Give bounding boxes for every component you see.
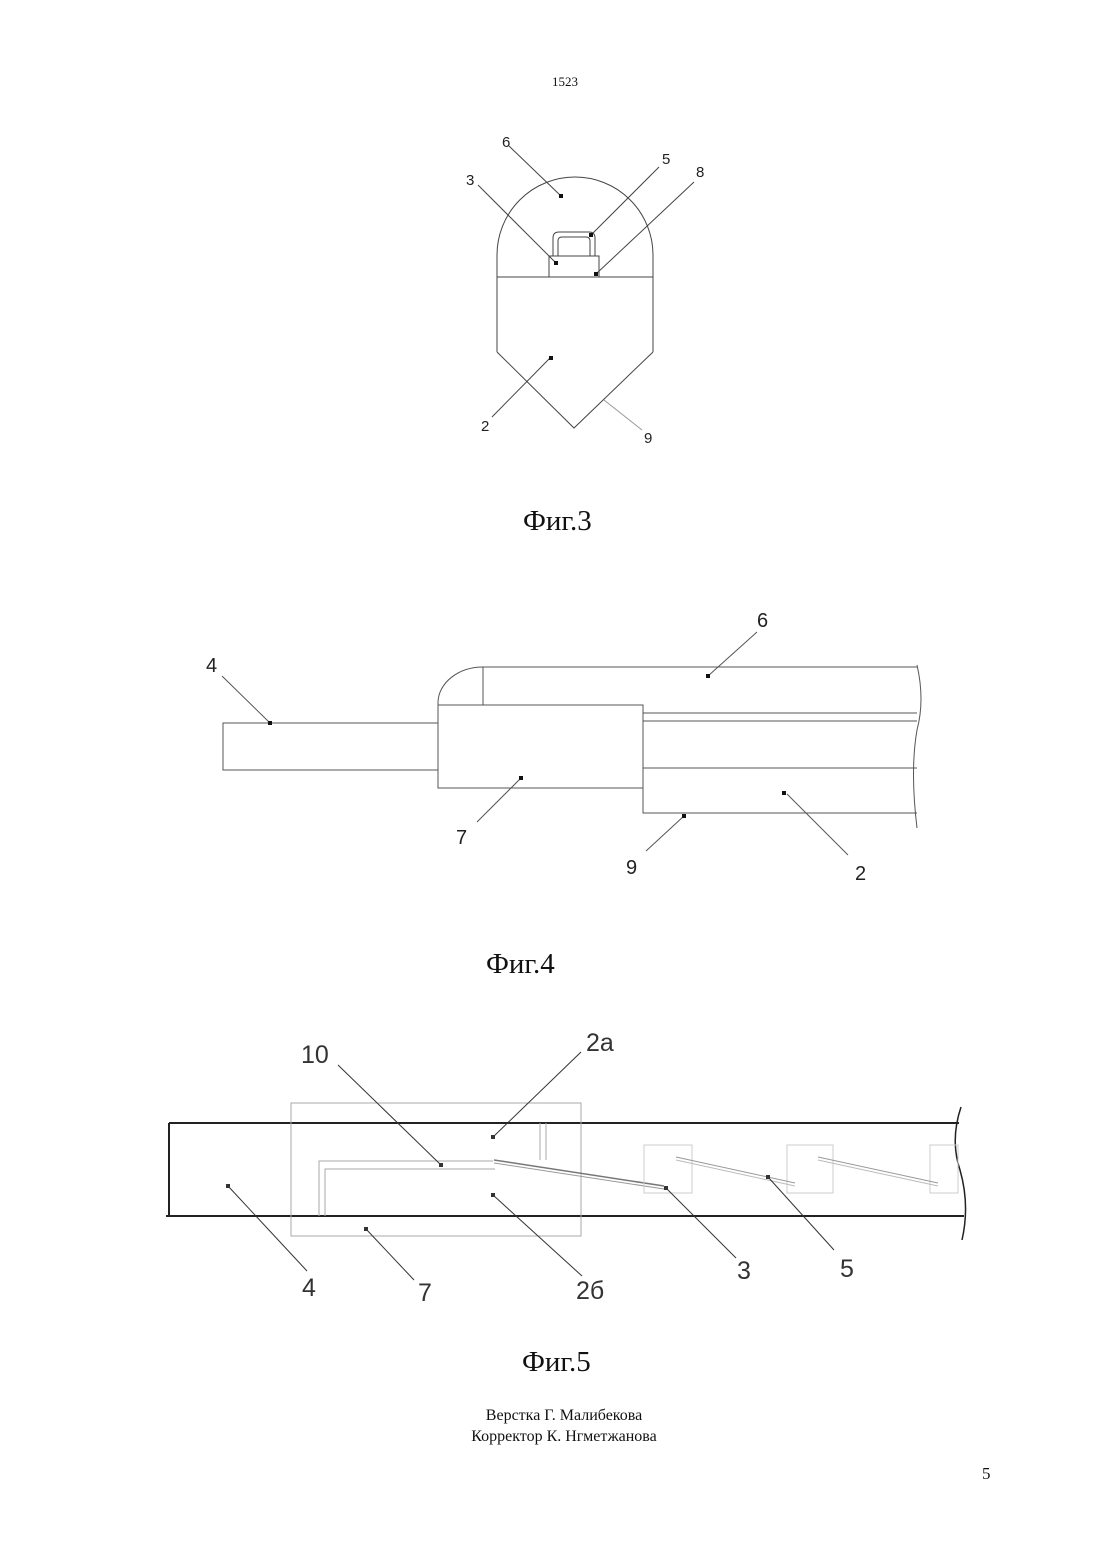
fig5-label-7: 7 xyxy=(418,1279,432,1307)
figure-5-caption: Фиг.5 xyxy=(522,1346,591,1379)
fig5-label-4: 4 xyxy=(302,1274,316,1302)
credits: Верстка Г. Малибекова Корректор К. Нгмет… xyxy=(0,1405,1100,1447)
credit-layout: Верстка Г. Малибекова xyxy=(0,1405,1100,1426)
credit-proofreader: Корректор К. Нгметжанова xyxy=(0,1426,1100,1447)
fig5-label-2a: 2а xyxy=(586,1029,614,1057)
fig5-label-5: 5 xyxy=(840,1255,854,1283)
fig5-label-2b: 2б xyxy=(576,1277,604,1305)
fig5-label-3: 3 xyxy=(737,1257,751,1285)
fig5-label-10: 10 xyxy=(301,1041,329,1069)
page-number: 5 xyxy=(982,1464,991,1484)
figure-5-drawing: 10 2а 4 7 2б 3 5 xyxy=(0,0,1100,1405)
